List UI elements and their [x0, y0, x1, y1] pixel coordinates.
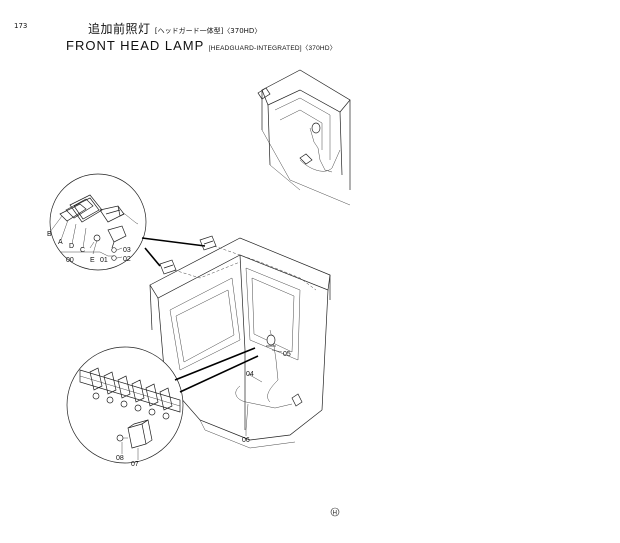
- relay-detail-callout: [66, 346, 259, 464]
- title-english-main: FRONT HEAD LAMP: [66, 38, 205, 53]
- circled-mark-letter: H: [333, 511, 337, 517]
- label-b: B: [47, 231, 52, 238]
- cab-overview-top: [257, 69, 351, 206]
- label-c: C: [80, 247, 85, 254]
- label-06: 06: [242, 437, 250, 444]
- label-04: 04: [246, 371, 254, 378]
- part-labels: B A D C E 00 01 03 02 05 04 06 08 07: [47, 231, 291, 468]
- label-05: 05: [283, 351, 291, 358]
- circled-mark: H: [330, 507, 340, 517]
- label-03: 03: [123, 247, 131, 254]
- label-e: E: [90, 257, 95, 264]
- label-02: 02: [123, 256, 131, 263]
- label-00: 00: [66, 257, 74, 264]
- title-english-sub: [HEADGUARD-INTEGRATED]〈370HD〉: [208, 45, 337, 52]
- page-number: 173: [14, 22, 28, 30]
- title-japanese-sub: [ヘッドガード一体型]〈370HD〉: [154, 27, 262, 35]
- label-08: 08: [116, 455, 124, 462]
- title-japanese-main: 追加前照灯: [88, 22, 151, 36]
- label-d: D: [69, 243, 74, 250]
- title-japanese: 追加前照灯 [ヘッドガード一体型]〈370HD〉: [88, 20, 261, 37]
- title-english: FRONT HEAD LAMP [HEADGUARD-INTEGRATED]〈3…: [66, 38, 336, 53]
- label-a: A: [58, 239, 63, 246]
- cab-main: [149, 235, 331, 449]
- lamp-detail-callout: [49, 173, 206, 271]
- label-07: 07: [131, 461, 139, 468]
- label-01: 01: [100, 257, 108, 264]
